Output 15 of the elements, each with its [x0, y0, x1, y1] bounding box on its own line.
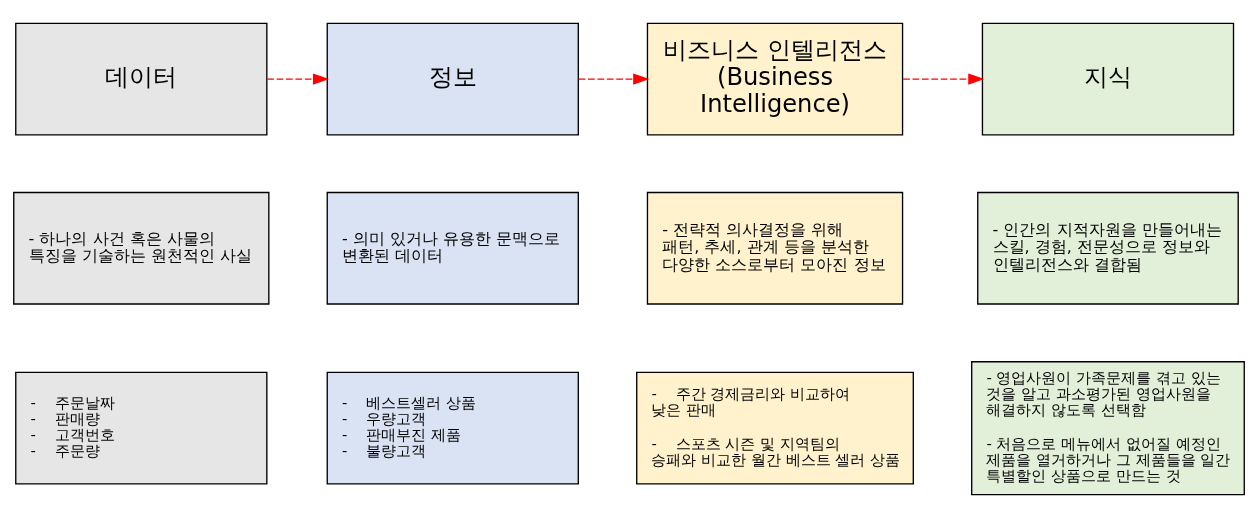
node-box: - 영업사원이 가족문제를 겪고 있는 것을 알고 과소평가된 영업사원을 해결하지 않도록 선택함 - 처음으로 메뉴에서 없어질 예정인 제품을 열거하거나 그 제품들을 일간 특별할인 상품으로 만드는 것: [971, 360, 1245, 495]
node-box: 비즈니스 인텔리전스 (Business Intelligence): [646, 22, 904, 135]
node-box: - 베스트셀러 상품 - 우량고객 - 판매부진 제품 - 불량고객: [326, 371, 579, 485]
node-box: - 하나의 사건 혹은 사물의 특징을 기술하는 원천적인 사실: [13, 191, 270, 305]
node-box: - 주문날짜 - 판매량 - 고객번호 - 주문량: [15, 371, 268, 485]
node-box: - 인간의 지적자원을 만들어내는 스킬, 경험, 전문성으로 정보와 인텔리전스와 결합됨: [977, 191, 1239, 305]
node-box: - 의미 있거나 유용한 문맥으로 변환된 데이터: [326, 191, 579, 305]
node-box: 데이터: [15, 22, 268, 135]
arrow: [578, 72, 650, 85]
arrow: [266, 72, 330, 85]
node-box: - 주간 경제금리와 비교하여 낮은 판매 - 스포츠 시즌 및 지역팀의 승패와 비교한 월간 베스트 셀러 상품: [636, 371, 914, 485]
arrow: [902, 72, 985, 85]
node-box: 지식: [981, 22, 1235, 135]
node-box: - 전략적 의사결정을 위해 패턴, 추세, 관계 등을 분석한 다양한 소스로부터 모아진 정보: [646, 191, 904, 305]
node-box: 정보: [326, 22, 579, 135]
